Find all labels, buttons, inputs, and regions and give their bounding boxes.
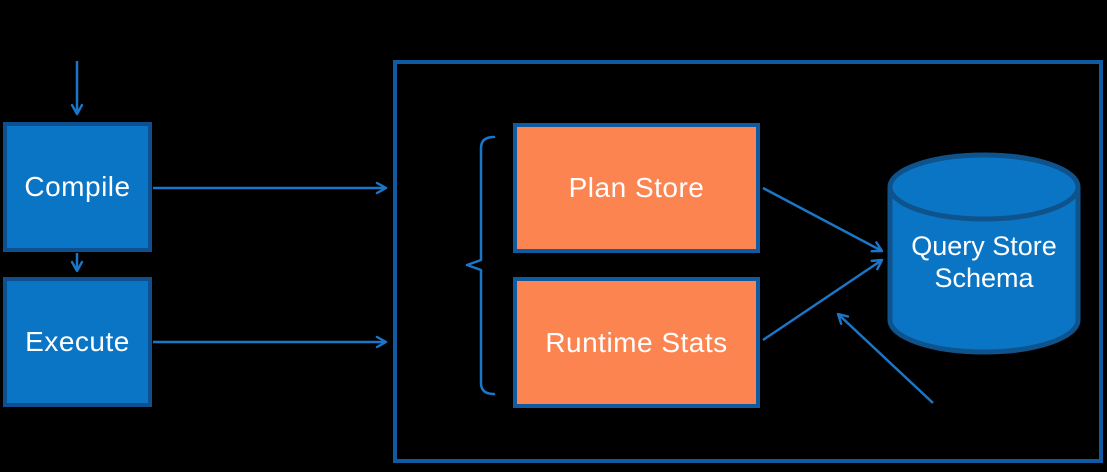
- query-store-schema-label: Query Store Schema: [888, 230, 1080, 294]
- query-store-schema-label-line2: Schema: [934, 263, 1034, 293]
- query-store-container-box: [393, 60, 1103, 463]
- grouping-brace: [465, 135, 496, 396]
- compile-label: Compile: [24, 171, 131, 202]
- arrow-runtime-stats-to-schema: [762, 258, 884, 342]
- runtime-stats-label: Runtime Stats: [545, 326, 728, 358]
- cylinder-top: [887, 152, 1081, 222]
- compile-node: Compile: [3, 122, 152, 252]
- plan-store-label: Plan Store: [568, 172, 705, 203]
- query-store-schema-cylinder: [887, 152, 1081, 355]
- runtime-stats-node: Runtime Stats: [513, 277, 760, 408]
- cylinder-body: [887, 187, 1081, 355]
- execute-node: Execute: [3, 277, 152, 407]
- arrow-annotation-lower-right: [836, 312, 934, 404]
- execute-label: Execute: [25, 326, 130, 357]
- query-store-schema-label-line1: Query Store: [911, 231, 1057, 261]
- arrow-plan-store-to-schema: [762, 186, 884, 253]
- plan-store-node: Plan Store: [513, 123, 760, 253]
